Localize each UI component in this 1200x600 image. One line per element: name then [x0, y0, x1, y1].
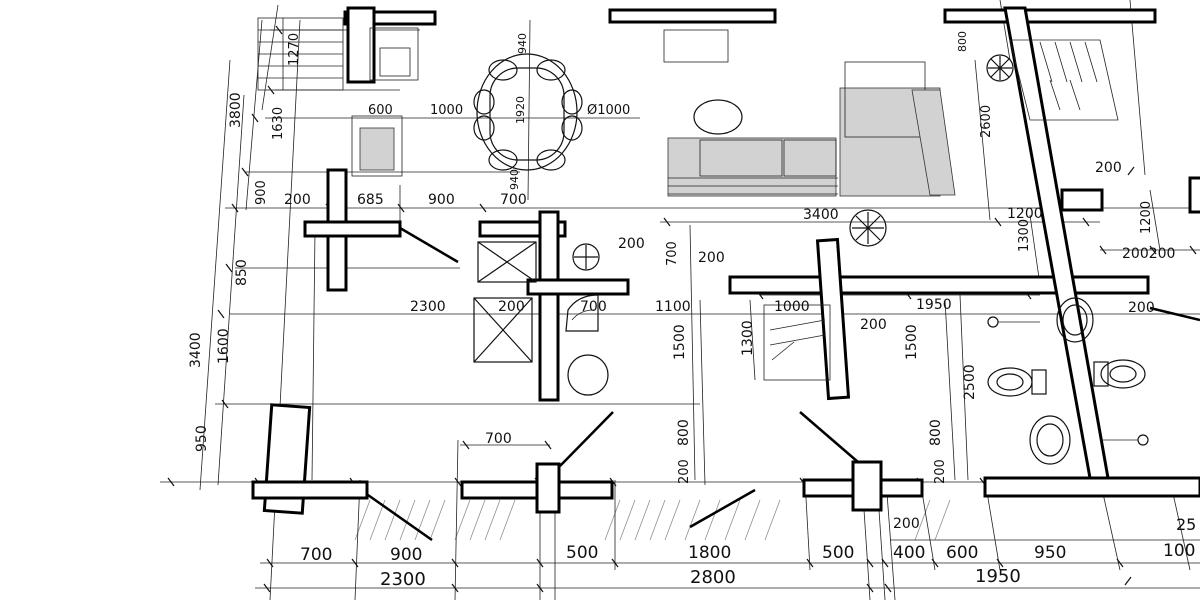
dim-1920: 1920: [514, 96, 527, 124]
staircase: [257, 17, 344, 91]
dimension-labels: 1270 3800 1630 1920 940 940 800 2600 900…: [188, 31, 1196, 590]
wall-diagonal-right: [1003, 6, 1110, 480]
wall-top-center: [608, 8, 777, 24]
foundation-hatch: [354, 499, 951, 541]
dim-diameter: Ø1000: [587, 103, 630, 118]
bath-fixtures: [565, 294, 1149, 465]
bottom-900: 900: [390, 545, 422, 565]
bottom-2300: 2300: [380, 569, 426, 590]
dim-685: 685: [357, 192, 384, 208]
wall-center-mid: [526, 278, 630, 296]
dim-1600: 1600: [216, 328, 232, 364]
dim-1000-b: 1000: [774, 299, 810, 315]
wall-stub-right: [1060, 188, 1104, 212]
bottom-100: 100: [1163, 541, 1195, 561]
bottom-400: 400: [893, 543, 925, 563]
column-right-center: [815, 237, 851, 401]
dim-800-top: 800: [956, 31, 969, 52]
dim-1200-a: 1200: [1007, 206, 1043, 222]
dim-3400-horizontal: 3400: [803, 207, 839, 223]
bottom-700: 700: [300, 545, 332, 565]
bottom-500-a: 500: [566, 543, 598, 563]
wall-bottom-right: [983, 476, 1200, 498]
dim-200-g: 200: [677, 459, 692, 484]
door-swings: [367, 226, 1200, 542]
wardrobe: [1009, 39, 1119, 121]
dim-200-i: 200: [893, 516, 920, 532]
walls: [251, 6, 1200, 515]
dim-1270: 1270: [287, 33, 302, 66]
dim-950-vertical: 950: [194, 425, 210, 452]
dim-1500-a: 1500: [672, 324, 688, 360]
dim-200-b: 200: [498, 299, 525, 315]
dim-1000-a: 1000: [430, 103, 463, 118]
wall-right-mid: [728, 275, 1150, 295]
bottom-500-b: 500: [822, 543, 854, 563]
wall-left-mid: [303, 220, 402, 238]
dim-600: 600: [368, 103, 393, 118]
bottom-2800: 2800: [690, 567, 736, 588]
dim-1300-vertical: 1300: [740, 320, 756, 356]
dim-940-bottom: 940: [508, 169, 521, 190]
living-room-furniture: [663, 29, 956, 197]
column-center: [538, 210, 560, 402]
dim-25: 25: [1176, 515, 1196, 534]
dim-200-f: 200: [1128, 300, 1155, 316]
dim-200-top-right: 200: [1095, 160, 1122, 176]
dim-800-b: 800: [928, 419, 944, 446]
bottom-950: 950: [1034, 543, 1066, 563]
dim-1950-a: 1950: [916, 297, 952, 313]
dim-2500: 2500: [962, 364, 978, 400]
dim-1100: 1100: [655, 299, 691, 315]
bottom-1800: 1800: [688, 543, 731, 563]
dim-2300-a: 2300: [410, 299, 446, 315]
column-bottom-center: [535, 462, 561, 514]
dim-3400-vertical: 3400: [188, 332, 204, 368]
dining-table: [473, 53, 583, 171]
bottom-600: 600: [946, 543, 978, 563]
dim-900-b: 900: [428, 192, 455, 208]
dim-200200: 200200: [1122, 246, 1175, 262]
dim-850: 850: [234, 259, 250, 286]
dim-1630: 1630: [271, 107, 286, 140]
dimension-lines: [160, 0, 1200, 600]
dim-200-m: 200: [698, 250, 725, 266]
dim-1500-b: 1500: [904, 324, 920, 360]
dim-3800: 3800: [228, 92, 244, 128]
dim-700-c: 700: [485, 431, 512, 447]
dim-700-vertical: 700: [665, 241, 680, 266]
dim-700-b: 700: [580, 299, 607, 315]
bottom-1950: 1950: [975, 566, 1021, 587]
dim-800-a: 800: [676, 419, 692, 446]
duct-boxes: [473, 241, 537, 363]
dim-200-left: 200: [284, 192, 311, 208]
dim-2600: 2600: [979, 105, 994, 138]
wall-top-right: [943, 8, 1157, 24]
plants: [572, 54, 1014, 271]
dim-900-left: 900: [254, 180, 269, 205]
dim-940-top: 940: [516, 33, 529, 54]
dim-200-c1: 200: [618, 236, 645, 252]
dim-700-a: 700: [500, 192, 527, 208]
kitchen-counter: [351, 27, 419, 177]
dim-1200-vertical: 1200: [1139, 201, 1154, 234]
column-bottom-right: [851, 460, 883, 512]
dim-200-h: 200: [933, 459, 948, 484]
wall-bottom-left: [251, 480, 369, 500]
dim-200-e: 200: [860, 317, 887, 333]
dim-1300: 1300: [1017, 219, 1032, 252]
wall-edge-right: [1188, 176, 1200, 214]
